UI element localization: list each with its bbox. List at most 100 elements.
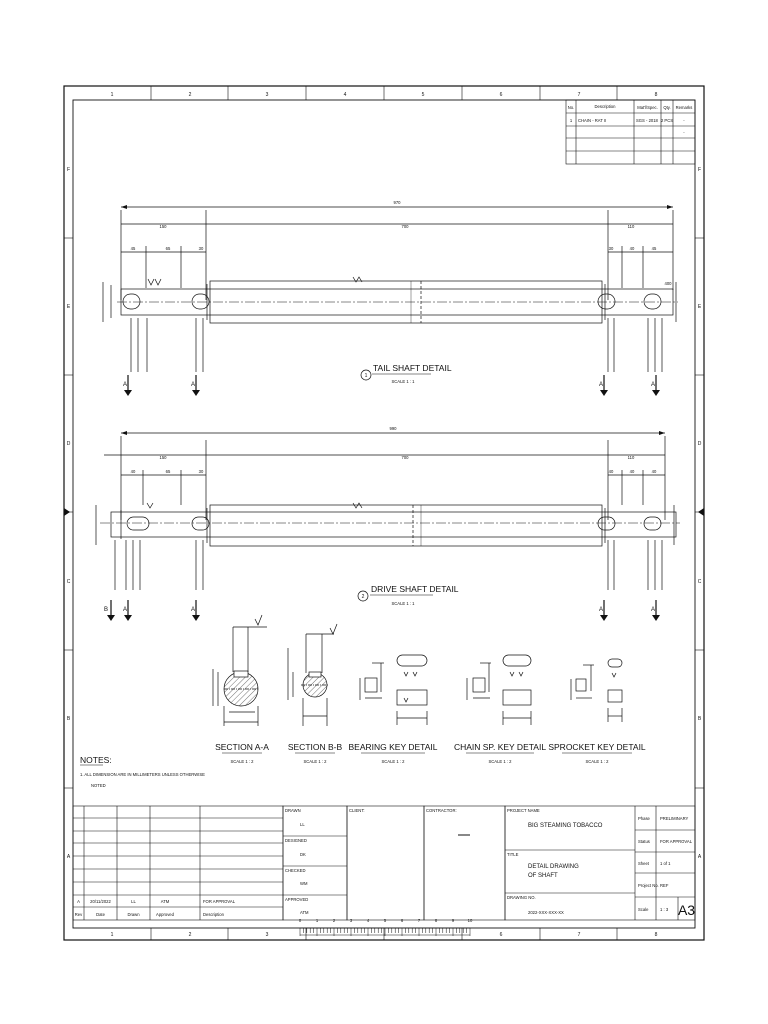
drawing-no: 2022-XXX-XXX-XX — [528, 910, 564, 915]
parts-table — [565, 99, 696, 165]
revision-table — [72, 805, 284, 921]
tail-dim-s1: 45 — [131, 246, 136, 251]
scale-value: 1 : 3 — [660, 907, 669, 912]
tail-dim-s3: 30 — [199, 246, 204, 251]
grid-col-4-top: 4 — [344, 92, 347, 98]
grid-col-7-top: 7 — [578, 92, 581, 98]
bearing-key-scale: SCALE 1 : 2 — [381, 759, 405, 764]
grid-col-2-top: 2 — [189, 92, 192, 98]
drive-dim-s2: 65 — [166, 469, 171, 474]
chain-key-title: CHAIN SP. KEY DETAIL — [454, 742, 546, 752]
notes-line-2: NOTED — [91, 783, 106, 788]
drive-dim-s1: 40 — [131, 469, 136, 474]
ruler-label: 6 — [401, 918, 404, 923]
grid-row-f-right: F — [698, 167, 701, 173]
revision-header-rev: Rev — [75, 912, 83, 917]
grid-row-e-right: E — [698, 304, 702, 310]
tail-section-a-right1: A — [599, 382, 603, 388]
sheet-label: Sheet — [638, 861, 650, 866]
ruler-label: 2 — [333, 918, 336, 923]
signoff-checked: WM — [300, 881, 308, 886]
section-a-a-view — [212, 614, 267, 726]
parts-row1-qty: 2 PCS — [661, 118, 673, 123]
title-block-right — [504, 805, 696, 921]
revision-header-description: Description — [203, 912, 225, 917]
tail-section-a-right2: A — [651, 382, 655, 388]
grid-col-8-bottom: 8 — [655, 932, 658, 938]
drive-shaft-arrows — [107, 431, 665, 621]
tail-shaft-balloon — [360, 369, 372, 381]
client-label: CLIENT: — [349, 808, 365, 813]
grid-row-d-left: D — [67, 441, 71, 447]
tail-section-a-mid: A — [191, 382, 195, 388]
revision-header-approved: Approved — [156, 912, 175, 917]
tail-dim-right-key: 110 — [628, 224, 635, 229]
grid-row-c-right: C — [698, 579, 702, 585]
chain-key-detail-view — [466, 654, 532, 725]
drawing-no-label: DRAWING NO. — [507, 895, 536, 900]
tail-dim-overall: 970 — [394, 200, 402, 205]
drive-section-a-right1: A — [599, 607, 603, 613]
parts-header-description: Description — [595, 104, 617, 109]
chain-key-scale: SCALE 1 : 2 — [488, 759, 512, 764]
contractor-label: CONTRACTOR: — [426, 808, 457, 813]
revision-header-drawn: Drawn — [127, 912, 140, 917]
grid-row-b-right: B — [698, 716, 702, 722]
tail-shaft-number: 1 — [365, 373, 368, 379]
notes-line-1: 1. ALL DIMENSION ARE IN MILLIMETERS UNLE… — [80, 772, 205, 777]
tail-dim-middle: 700 — [402, 224, 410, 229]
ruler-label: 9 — [452, 918, 455, 923]
ruler-label: 0 — [299, 918, 302, 923]
grid-col-7-bottom: 7 — [578, 932, 581, 938]
section-b-b-view — [287, 623, 338, 726]
bearing-key-title: BEARING KEY DETAIL — [349, 742, 438, 752]
project-name: BIG STEAMING TOBACCO — [528, 823, 603, 829]
drive-shaft-scale: SCALE 1 : 1 — [391, 601, 415, 606]
ruler-label: 3 — [350, 918, 353, 923]
grid-column-labels-bottom — [150, 928, 618, 940]
ruler-label: 10 — [468, 918, 473, 923]
grid-column-labels-top — [150, 86, 618, 100]
grid-col-3-bottom: 3 — [266, 932, 269, 938]
title-label: TITLE — [507, 852, 519, 857]
parts-header-no: No. — [568, 105, 575, 110]
signoff-approved-label: APPROVED — [285, 897, 308, 902]
section-b-b-scale: SCALE 1 : 2 — [303, 759, 327, 764]
sheet-size: A3 — [678, 902, 695, 918]
grid-col-5-top: 5 — [422, 92, 425, 98]
signoff-designed: DK — [300, 852, 306, 857]
status-value: FOR APPROVAL — [660, 839, 693, 844]
signoff-approved: ATM — [300, 910, 309, 915]
grid-row-a-right: A — [698, 854, 702, 860]
drive-shaft-drawing — [95, 432, 680, 617]
tail-shaft-scale: SCALE 1 : 1 — [391, 379, 415, 384]
revision-date: 20/11/2022 — [90, 899, 111, 904]
phase-value: PRELIMINARY — [660, 816, 689, 821]
status-label: Status — [638, 839, 650, 844]
signoff-block — [282, 805, 506, 921]
scale-ruler-ticks — [299, 928, 471, 936]
parts-row1-description: CHAIN - RAT II — [578, 118, 606, 123]
signoff-checked-label: CHECKED — [285, 868, 305, 873]
drive-section-a-left: A — [123, 607, 127, 613]
drive-shaft-title: DRIVE SHAFT DETAIL — [371, 584, 459, 594]
parts-row1-remarks: - — [683, 118, 685, 123]
ruler-label: 8 — [435, 918, 438, 923]
title-line-1: DETAIL DRAWING — [528, 864, 579, 870]
grid-row-e-left: E — [67, 304, 71, 310]
drive-dim-s4: 40 — [609, 469, 614, 474]
section-b-b-title: SECTION B-B — [288, 742, 343, 752]
sprocket-key-detail-view — [570, 658, 623, 722]
grid-row-f-left: F — [67, 167, 70, 173]
ruler-label: 4 — [367, 918, 370, 923]
section-a-a-scale: SCALE 1 : 2 — [230, 759, 254, 764]
ruler-label: 1 — [316, 918, 319, 923]
section-a-a-title: SECTION A-A — [215, 742, 269, 752]
centering-mark-left — [64, 508, 70, 516]
drive-dim-middle: 700 — [402, 455, 410, 460]
grid-col-1-top: 1 — [111, 92, 114, 98]
grid-col-6-bottom: 6 — [500, 932, 503, 938]
drive-section-a-mid: A — [191, 607, 195, 613]
